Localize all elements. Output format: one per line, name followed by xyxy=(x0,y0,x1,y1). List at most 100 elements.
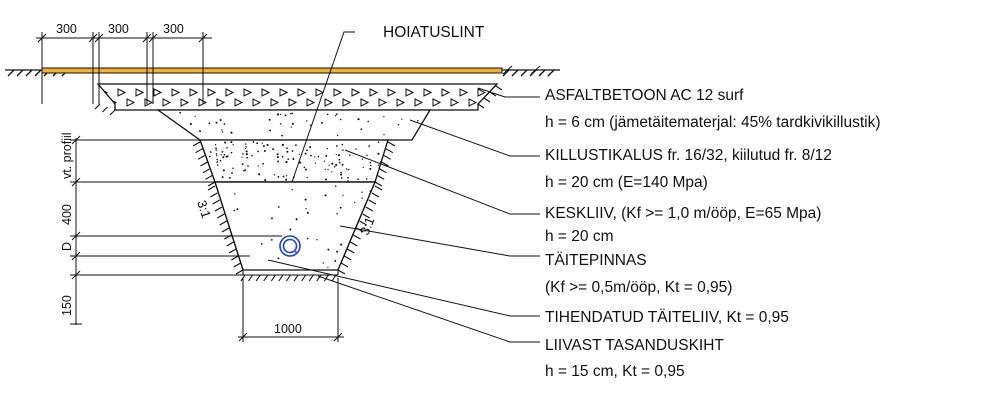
soil-grain xyxy=(277,206,280,208)
layer-2-detail: h = 20 cm (E=140 Mpa) xyxy=(545,174,708,191)
soil-grain xyxy=(215,153,218,155)
soil-grain xyxy=(338,161,341,164)
soil-grain xyxy=(269,129,272,132)
soil-grain xyxy=(217,164,219,166)
soil-grain xyxy=(241,163,244,166)
dim-400: 400 xyxy=(60,204,74,225)
soil-grain xyxy=(334,185,337,187)
asphalt-layer xyxy=(41,67,503,74)
soil-grain xyxy=(264,179,267,182)
sand-layer xyxy=(199,139,389,183)
aggregate-mark xyxy=(144,98,154,107)
soil-grain xyxy=(371,205,374,208)
soil-grain xyxy=(357,118,360,121)
base-course-layer xyxy=(96,83,499,111)
soil-grain xyxy=(257,150,259,153)
soil-grain xyxy=(220,154,222,156)
soil-grain xyxy=(243,170,245,172)
soil-grain xyxy=(229,237,232,240)
aggregate-mark xyxy=(180,98,190,107)
soil-grain xyxy=(189,122,192,126)
soil-grain xyxy=(295,218,298,221)
aggregate-mark xyxy=(369,88,379,97)
wall-hatch-mark xyxy=(221,227,230,233)
layer-1-detail: h = 6 cm (jämetäitematerjal: 45% tardkiv… xyxy=(545,114,881,131)
soil-grain xyxy=(347,180,349,182)
soil-grain xyxy=(279,123,282,125)
wall-hatch-mark xyxy=(102,106,108,113)
soil-grain xyxy=(270,239,273,241)
wall-hatch-mark xyxy=(192,141,201,147)
aggregate-mark xyxy=(333,88,343,97)
soil-grain xyxy=(335,163,338,166)
bottom-dimension xyxy=(238,278,344,342)
soil-grain xyxy=(355,148,357,150)
dim-top-1: 300 xyxy=(56,22,77,36)
soil-grain xyxy=(279,113,282,116)
soil-grain xyxy=(416,119,419,122)
soil-grain xyxy=(252,141,255,143)
aggregate-mark xyxy=(459,88,469,97)
soil-grain xyxy=(257,165,259,167)
soil-grain xyxy=(263,150,266,152)
aggregate-mark xyxy=(153,88,163,97)
wall-hatch-mark xyxy=(205,174,213,180)
soil-grain xyxy=(385,167,387,169)
layer-3-detail: h = 20 cm xyxy=(545,228,614,245)
aggregate-mark xyxy=(162,98,172,107)
wall-hatch-mark xyxy=(323,274,329,282)
wall-hatch-mark xyxy=(337,269,346,275)
soil-grain xyxy=(232,167,234,170)
soil-grain xyxy=(236,208,239,211)
soil-grain xyxy=(215,121,218,124)
soil-grain xyxy=(251,155,253,157)
wall-hatch-mark xyxy=(381,161,389,167)
wall-hatch-mark xyxy=(212,199,220,205)
soil-grain xyxy=(281,143,284,146)
soil-grain xyxy=(247,165,249,167)
soil-grain xyxy=(354,201,356,204)
soil-grain xyxy=(365,178,368,180)
soil-grain xyxy=(377,141,380,143)
soil-grain xyxy=(284,114,287,117)
soil-grain xyxy=(327,248,330,251)
soil-grain xyxy=(368,145,371,147)
soil-grain xyxy=(347,176,349,179)
soil-grain xyxy=(223,123,226,125)
soil-grain xyxy=(362,166,364,169)
soil-grain xyxy=(256,142,259,145)
soil-grain xyxy=(224,141,227,144)
soil-grain xyxy=(170,136,173,139)
wall-hatch-mark xyxy=(226,241,234,247)
soil-grain xyxy=(277,176,280,178)
leader-lines xyxy=(267,31,540,343)
soil-grain xyxy=(309,124,312,126)
soil-grain xyxy=(215,147,217,150)
soil-grain xyxy=(230,141,233,144)
soil-grain xyxy=(221,151,224,153)
soil-grain xyxy=(200,160,201,162)
soil-grain xyxy=(291,188,293,191)
soil-grain xyxy=(286,147,288,149)
layer-4-detail: (Kf >= 0,5m/ööp, Kt = 0,95) xyxy=(545,279,732,296)
soil-grain xyxy=(194,115,196,117)
soil-grain xyxy=(231,172,233,174)
soil-grain xyxy=(179,111,182,114)
soil-grain xyxy=(367,120,369,123)
soil-grain xyxy=(245,146,247,148)
trench-wall-hatching xyxy=(94,85,503,282)
layer-3-name: KESKLIIV, (Kf >= 1,0 m/ööp, E=65 Mpa) xyxy=(545,205,821,222)
aggregate-mark xyxy=(360,98,370,107)
soil-grain xyxy=(277,257,280,260)
soil-grain xyxy=(159,120,161,123)
aggregate-mark xyxy=(261,88,271,97)
wall-hatch-mark xyxy=(195,148,203,154)
soil-grain xyxy=(341,143,344,146)
wall-hatch-mark xyxy=(350,241,358,247)
soil-grain xyxy=(285,175,288,177)
wall-hatch-mark xyxy=(387,141,396,147)
wall-hatch-mark xyxy=(383,154,391,160)
soil-grain xyxy=(306,211,309,214)
soil-grain xyxy=(340,118,342,121)
soil-grain xyxy=(223,153,226,156)
